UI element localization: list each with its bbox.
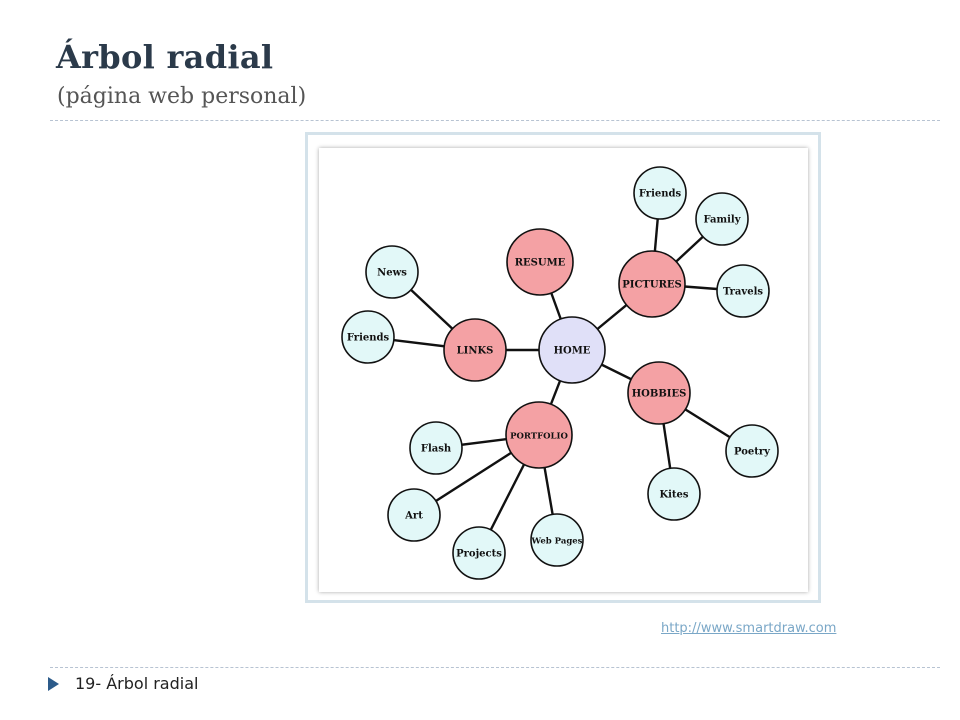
title-divider xyxy=(50,120,940,121)
node-label-projects: Projects xyxy=(456,549,502,560)
footer-divider xyxy=(50,667,940,668)
footer-label: 19- Árbol radial xyxy=(75,674,199,693)
node-circle-kites xyxy=(647,467,701,521)
node-label-friends_pics: Friends xyxy=(639,189,682,200)
node-label-art: Art xyxy=(404,511,423,522)
node-circle-flash xyxy=(409,421,463,475)
node-circle-hobbies xyxy=(627,361,691,425)
node-links: LINKS xyxy=(443,318,507,382)
node-label-webpages: Web Pages xyxy=(531,537,583,547)
diagram-frame: HOME LINKS RESUME PICTURES HOBBIES PORTFOLIO N… xyxy=(305,132,821,603)
node-friends_links: Friends xyxy=(341,310,395,364)
node-label-hobbies: HOBBIES xyxy=(632,389,687,400)
node-label-family: Family xyxy=(703,215,741,226)
radial-tree-diagram: HOME LINKS RESUME PICTURES HOBBIES PORTFOLIO N… xyxy=(341,166,779,580)
node-circle-friends_links xyxy=(341,310,395,364)
node-circle-resume xyxy=(506,228,574,296)
node-news: News xyxy=(365,245,419,299)
node-friends_pics: Friends xyxy=(633,166,687,220)
node-label-kites: Kites xyxy=(659,490,688,501)
node-circle-news xyxy=(365,245,419,299)
node-label-friends_links: Friends xyxy=(347,333,390,344)
node-label-resume: RESUME xyxy=(515,258,566,269)
diagram-panel: HOME LINKS RESUME PICTURES HOBBIES PORTFOLIO N… xyxy=(319,148,808,592)
node-circle-projects xyxy=(452,526,506,580)
node-label-pictures: PICTURES xyxy=(622,280,681,291)
node-travels: Travels xyxy=(716,264,770,318)
node-family: Family xyxy=(695,192,749,246)
slide-subtitle: (página web personal) xyxy=(57,84,307,109)
node-circle-webpages xyxy=(530,513,584,567)
node-art: Art xyxy=(387,488,441,542)
node-flash: Flash xyxy=(409,421,463,475)
node-poetry: Poetry xyxy=(725,424,779,478)
node-circle-home xyxy=(538,316,606,384)
node-projects: Projects xyxy=(452,526,506,580)
node-label-portfolio: PORTFOLIO xyxy=(510,432,568,442)
source-link[interactable]: http://www.smartdraw.com xyxy=(661,621,837,636)
node-label-travels: Travels xyxy=(723,287,763,298)
node-circle-friends_pics xyxy=(633,166,687,220)
node-circle-travels xyxy=(716,264,770,318)
node-circle-links xyxy=(443,318,507,382)
node-circle-family xyxy=(695,192,749,246)
node-circle-art xyxy=(387,488,441,542)
node-circle-pictures xyxy=(618,250,686,318)
node-circle-poetry xyxy=(725,424,779,478)
node-webpages: Web Pages xyxy=(530,513,584,567)
node-kites: Kites xyxy=(647,467,701,521)
node-label-home: HOME xyxy=(554,346,591,357)
node-circle-portfolio xyxy=(505,401,573,469)
node-portfolio: PORTFOLIO xyxy=(505,401,573,469)
node-pictures: PICTURES xyxy=(618,250,686,318)
footer-bullet-icon xyxy=(48,677,59,691)
node-hobbies: HOBBIES xyxy=(627,361,691,425)
slide-title: Árbol radial xyxy=(56,38,274,76)
node-resume: RESUME xyxy=(506,228,574,296)
node-label-poetry: Poetry xyxy=(734,447,771,458)
node-label-flash: Flash xyxy=(421,444,452,455)
node-label-news: News xyxy=(377,268,407,279)
node-label-links: LINKS xyxy=(457,346,494,357)
node-home: HOME xyxy=(538,316,606,384)
